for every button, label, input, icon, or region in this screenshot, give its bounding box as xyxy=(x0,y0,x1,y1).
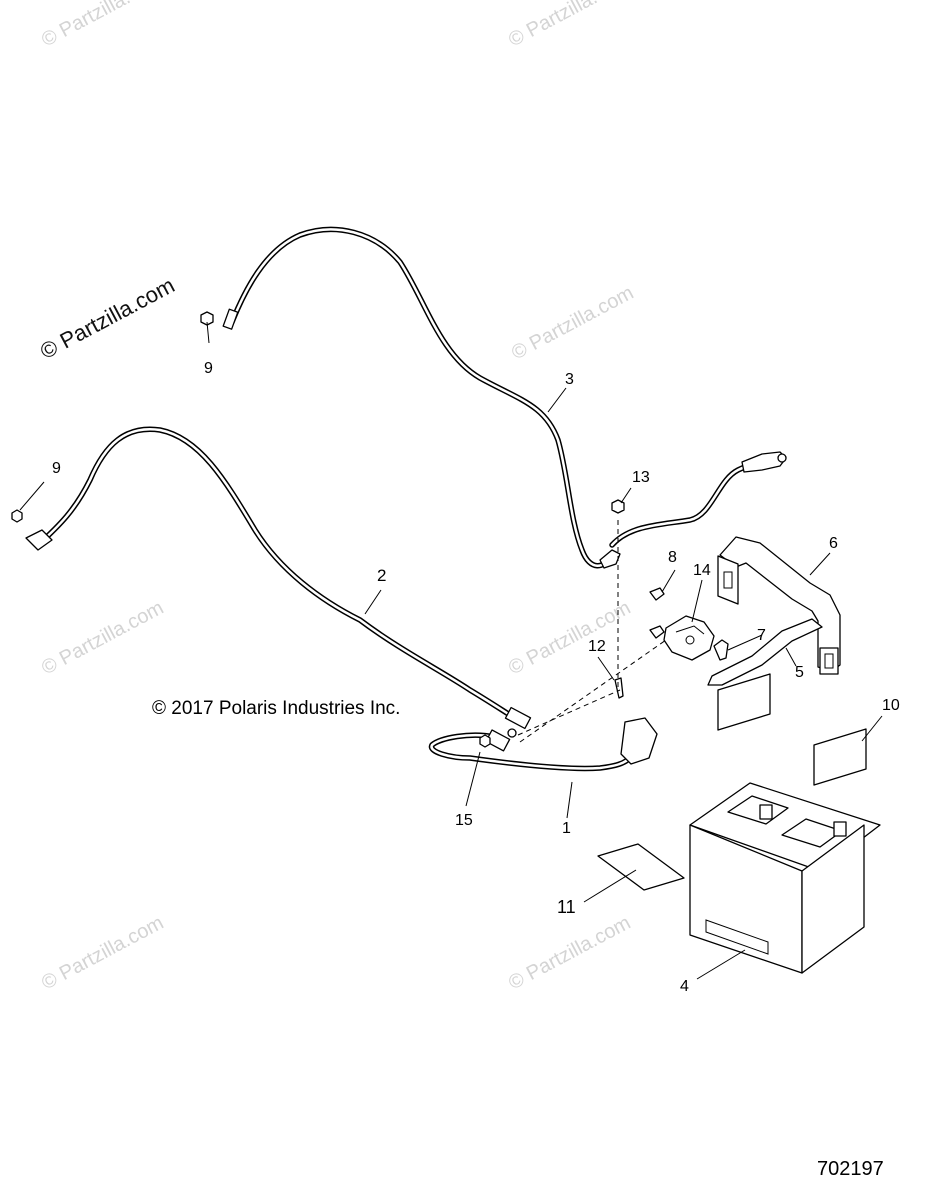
callout-6: 6 xyxy=(829,535,838,552)
screw-8b xyxy=(649,625,665,639)
leader-6 xyxy=(809,552,831,576)
screw-7 xyxy=(713,639,729,661)
callout-14: 14 xyxy=(693,562,711,579)
leader-2 xyxy=(364,589,382,615)
leader-13 xyxy=(620,487,632,504)
callout-4: 4 xyxy=(680,978,689,995)
fasteners xyxy=(11,311,729,748)
screw-8 xyxy=(649,587,665,601)
leader-9-left xyxy=(19,481,45,511)
leader-7 xyxy=(727,634,763,651)
assembly-line xyxy=(517,689,621,736)
callout-12: 12 xyxy=(588,638,606,655)
copyright-notice: © 2017 Polaris Industries Inc. xyxy=(152,698,401,719)
nut-13 xyxy=(611,499,625,514)
cable-2-terminal-left xyxy=(25,529,53,551)
cable-3-terminal xyxy=(222,308,239,330)
solenoid-14 xyxy=(663,615,715,661)
battery-4 xyxy=(689,782,881,974)
leader-15 xyxy=(465,751,481,807)
leader-11 xyxy=(583,869,637,903)
cable-1 xyxy=(428,717,658,772)
callout-11: 11 xyxy=(557,897,576,917)
callout-9-left: 9 xyxy=(52,460,61,477)
leader-10 xyxy=(861,715,883,742)
callout-10: 10 xyxy=(882,697,900,714)
bracket-5 xyxy=(707,618,823,686)
leader-1 xyxy=(566,781,573,819)
callout-2: 2 xyxy=(377,566,387,585)
callout-3: 3 xyxy=(565,371,574,388)
leader-14 xyxy=(691,579,703,623)
cable-1-boot xyxy=(620,717,658,765)
callout-5: 5 xyxy=(795,664,804,681)
stud-12 xyxy=(614,677,624,699)
label-10 xyxy=(717,673,867,786)
cable-3 xyxy=(222,226,787,569)
bracket-6 xyxy=(717,536,841,675)
nut-9-upper xyxy=(200,311,214,326)
callout-9-upper: 9 xyxy=(204,360,213,377)
nut-15 xyxy=(479,734,491,748)
cable-1-terminal xyxy=(485,729,511,752)
label-11 xyxy=(597,843,685,891)
leader-9-upper xyxy=(206,321,210,344)
cable-2-terminal-right xyxy=(504,706,532,730)
leader-4 xyxy=(696,949,746,980)
leader-12 xyxy=(597,656,615,681)
cable-2 xyxy=(25,426,532,730)
assembly-line xyxy=(519,639,667,743)
callout-7: 7 xyxy=(757,627,766,644)
callout-8: 8 xyxy=(668,549,677,566)
callout-13: 13 xyxy=(632,469,650,486)
leader-8 xyxy=(661,569,676,593)
leader-5 xyxy=(785,647,797,667)
callout-1: 1 xyxy=(562,820,571,837)
callout-15: 15 xyxy=(455,812,473,829)
cable-3-ring-terminal xyxy=(599,549,621,569)
nut-9-left xyxy=(11,509,23,523)
leader-3 xyxy=(547,387,567,413)
drawing-number: 702197 xyxy=(817,1158,884,1180)
